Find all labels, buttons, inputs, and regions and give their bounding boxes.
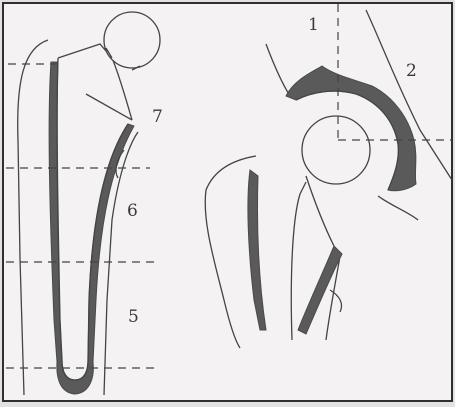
zone-label-7: 7 xyxy=(152,107,163,127)
zone-label-1: 1 xyxy=(308,15,319,35)
paper-background xyxy=(3,3,452,401)
zone-label-5: 5 xyxy=(128,307,139,327)
prosthetic-head xyxy=(302,116,370,184)
femoral-head xyxy=(104,12,160,68)
zone-label-2: 2 xyxy=(406,61,417,81)
zone-label-6: 6 xyxy=(127,201,138,221)
